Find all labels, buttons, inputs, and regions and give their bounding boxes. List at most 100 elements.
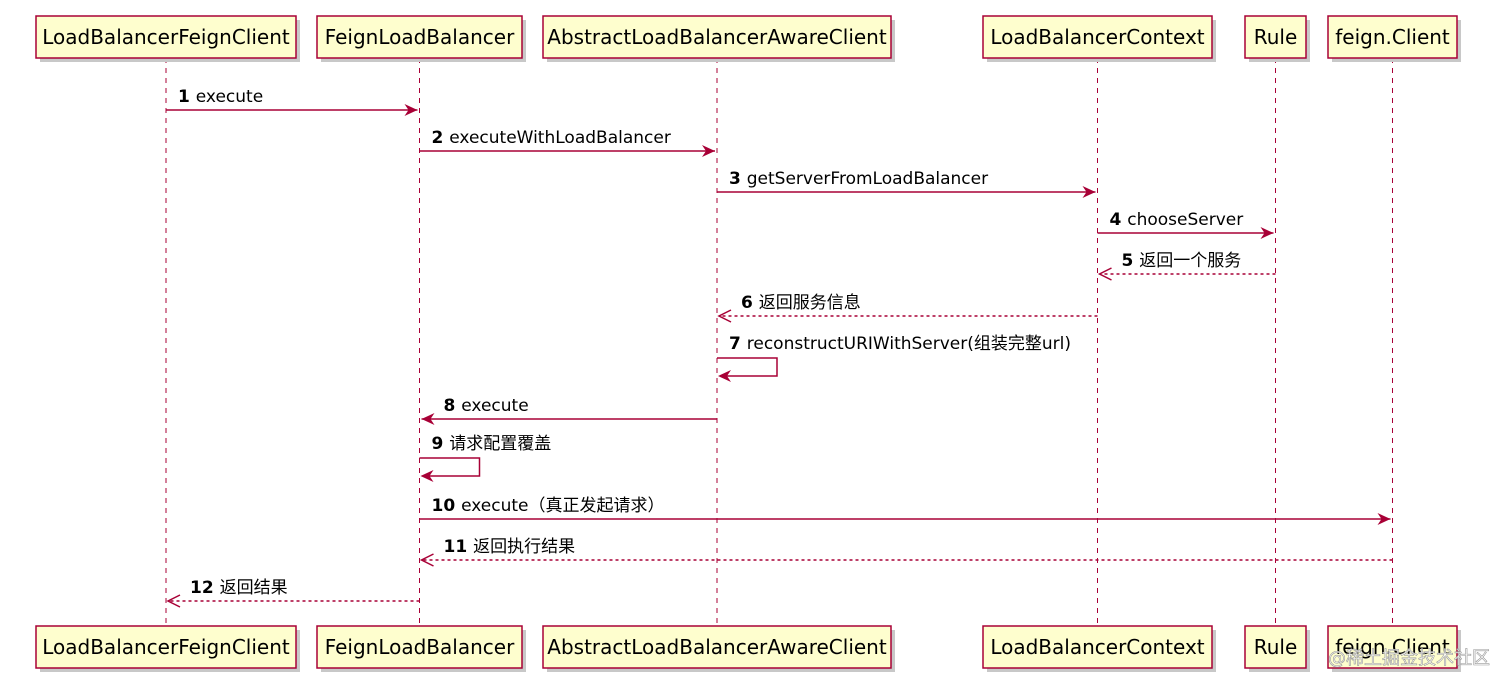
message-label: 10 execute（真正发起请求） [432,496,665,516]
arrowhead [404,104,418,116]
participant-rule-top: Rule [1244,15,1310,62]
message-number: 1 [178,87,196,107]
messages: 1 execute 2 executeWithLoadBalancer 3 getS… [166,87,1393,608]
message-text: executeWithLoadBalancer [449,128,671,148]
message-number: 8 [444,396,462,416]
message-5: 5 返回一个服务 [1097,251,1276,281]
participant-box [982,15,1213,59]
message-label: 5 返回一个服务 [1122,251,1242,271]
watermark: @稀土掘金技术社区 [1328,648,1490,669]
participant-box [316,625,523,669]
arrowhead [718,370,731,382]
arrowhead [166,594,181,608]
participant-label: AbstractLoadBalancerAwareClient [547,25,887,49]
participant-box [35,625,297,669]
message-2: 2 executeWithLoadBalancer [419,128,715,157]
participant-label: FeignLoadBalancer [325,25,515,49]
message-number: 3 [729,169,747,189]
message-11: 11 返回执行结果 [419,537,1393,567]
participant-lbc-top: LoadBalancerContext [982,15,1216,62]
message-number: 9 [432,434,450,454]
message-text: execute [461,396,528,416]
participant-label: Rule [1254,635,1298,659]
participant-box [35,15,297,59]
participant-box [316,15,523,59]
message-12: 12 返回结果 [166,578,420,608]
participant-label: LoadBalancerFeignClient [42,25,290,49]
participant-box [1327,625,1458,669]
message-text: 返回服务信息 [759,293,861,313]
participant-label: AbstractLoadBalancerAwareClient [547,635,887,659]
participant-box [1244,625,1307,669]
message-label: 6 返回服务信息 [741,293,861,313]
message-line [419,457,481,477]
participants-top: LoadBalancerFeignClient FeignLoadBalancer… [35,15,1461,62]
message-1: 1 execute [166,87,418,116]
message-label: 2 executeWithLoadBalancer [432,128,671,148]
participant-fc-bottom: feign.Client [1327,625,1461,672]
message-text: getServerFromLoadBalancer [747,169,988,189]
message-text: 返回一个服务 [1139,251,1241,271]
lifelines [165,58,1393,626]
participant-lbc-bottom: LoadBalancerContext [982,625,1216,672]
message-8: 8 execute [421,396,717,425]
message-label: 12 返回结果 [190,578,288,598]
arrowhead [419,553,434,567]
message-number: 12 [190,578,220,598]
message-10: 10 execute（真正发起请求） [419,496,1391,525]
message-text: execute [196,87,263,107]
arrowhead [1097,267,1112,281]
message-label: 1 execute [178,87,263,107]
arrowhead [1377,513,1391,525]
participant-albac-bottom: AbstractLoadBalancerAwareClient [542,625,895,672]
message-number: 6 [741,293,759,313]
participant-label: LoadBalancerFeignClient [42,635,290,659]
message-text: 返回执行结果 [473,537,575,557]
message-label: 11 返回执行结果 [444,537,576,557]
participant-box [982,625,1213,669]
participant-albac-top: AbstractLoadBalancerAwareClient [542,15,895,62]
message-number: 2 [432,128,450,148]
participant-label: LoadBalancerContext [990,25,1204,49]
message-label: 4 chooseServer [1110,210,1244,230]
message-label: 3 getServerFromLoadBalancer [729,169,988,189]
participants-bottom: LoadBalancerFeignClient FeignLoadBalancer… [35,625,1461,672]
message-label: 8 execute [444,396,529,416]
message-text: execute（真正发起请求） [461,496,664,516]
participant-lbfc-top: LoadBalancerFeignClient [35,15,300,62]
message-4: 4 chooseServer [1097,210,1274,239]
participant-flb-top: FeignLoadBalancer [316,15,526,62]
participant-fc-top: feign.Client [1327,15,1461,62]
message-number: 10 [432,496,462,516]
arrowhead [421,413,435,425]
participant-box [542,625,892,669]
message-text: reconstructURIWithServer(组装完整url) [747,334,1071,354]
message-number: 11 [444,537,474,557]
participant-label: LoadBalancerContext [990,635,1204,659]
participant-label: Rule [1254,25,1298,49]
participant-label: feign.Client [1335,635,1450,659]
message-text: 请求配置覆盖 [449,434,551,454]
participant-rule-bottom: Rule [1244,625,1310,672]
message-6: 6 返回服务信息 [717,293,1098,323]
participant-lbfc-bottom: LoadBalancerFeignClient [35,625,300,672]
arrowhead [717,309,732,323]
message-label: 7 reconstructURIWithServer(组装完整url) [729,334,1071,354]
arrowhead [420,470,434,482]
message-9: 9 请求配置覆盖 [419,434,551,482]
arrowhead [702,145,715,157]
message-3: 3 getServerFromLoadBalancer [717,169,1096,198]
message-number: 5 [1122,251,1140,271]
message-7: 7 reconstructURIWithServer(组装完整url) [717,334,1071,382]
message-number: 4 [1110,210,1128,230]
participant-box [1244,15,1307,59]
message-text: chooseServer [1127,210,1243,230]
message-text: 返回结果 [220,578,288,598]
participant-box [542,15,892,59]
message-number: 7 [729,334,747,354]
participant-flb-bottom: FeignLoadBalancer [316,625,526,672]
participant-label: feign.Client [1335,25,1450,49]
arrowhead [1082,186,1096,198]
